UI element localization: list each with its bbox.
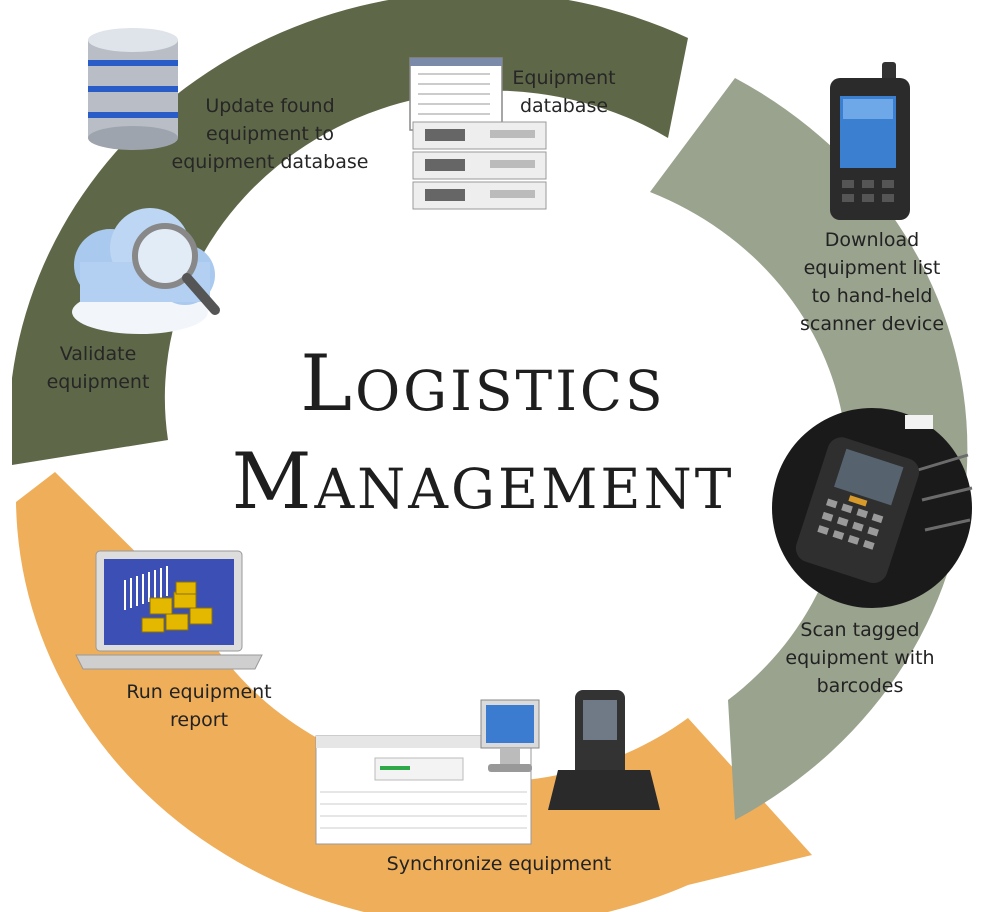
label-line: Update found — [205, 95, 334, 117]
title-line-2: Management — [232, 437, 735, 527]
label-line: equipment database — [172, 151, 369, 173]
laptop-barcode-icon — [75, 550, 263, 670]
title-line-1: Logistics — [300, 339, 665, 429]
label-line: Download — [825, 229, 919, 251]
cycle-segment-sage — [650, 78, 968, 820]
step-label-scan-equipment: Scan tagged equipment with barcodes — [785, 619, 934, 697]
label-line: scanner device — [800, 313, 944, 335]
barcode-scanning-photo-icon — [772, 408, 973, 608]
step-label-update-database: Update found equipment to equipment data… — [172, 95, 369, 173]
label-line: database — [520, 95, 608, 117]
label-line: report — [170, 709, 228, 731]
step-label-validate: Validate equipment — [47, 343, 150, 393]
label-line: barcodes — [817, 675, 904, 697]
database-icon — [88, 28, 178, 150]
step-label-equipment-database: Equipment database — [512, 67, 615, 117]
label-line: equipment — [47, 371, 150, 393]
label-line: Scan tagged — [800, 619, 919, 641]
label-line: Equipment — [512, 67, 615, 89]
step-label-synchronize: Synchronize equipment — [387, 853, 612, 875]
step-label-run-report: Run equipment report — [126, 681, 271, 731]
label-line: equipment with — [785, 647, 934, 669]
label-line: Validate — [60, 343, 137, 365]
label-line: Synchronize equipment — [387, 853, 612, 875]
label-line: to hand-held — [812, 285, 933, 307]
label-line: equipment list — [804, 257, 941, 279]
handheld-scanner-icon — [830, 62, 910, 220]
cycle-segment-olive — [12, 0, 688, 465]
step-label-download-list: Download equipment list to hand-held sca… — [800, 229, 944, 335]
sync-station-icon — [315, 690, 660, 845]
label-line: Run equipment — [126, 681, 271, 703]
server-rack-icon — [409, 57, 547, 210]
label-line: equipment to — [206, 123, 334, 145]
cloud-search-icon — [72, 208, 220, 334]
diagram-title: Logistics Management — [232, 339, 735, 527]
